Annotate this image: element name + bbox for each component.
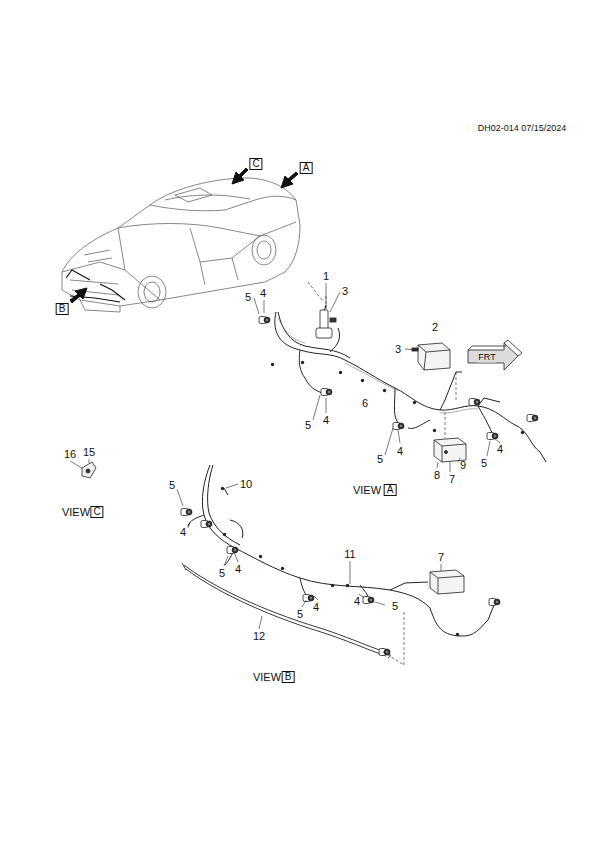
callout-number: 4	[259, 287, 267, 300]
callout-number: 3	[341, 285, 349, 298]
view-marker: C	[90, 506, 103, 518]
callout-number: 4	[312, 601, 320, 614]
callout-number: 5	[376, 453, 384, 466]
view-title: VIEW	[352, 484, 382, 497]
callout-number: 4	[234, 563, 242, 576]
callout-number: 3	[394, 343, 402, 356]
view-marker: A	[300, 162, 313, 174]
callout-number: 5	[296, 608, 304, 621]
callout-number: 7	[448, 473, 456, 486]
callout-number: 6	[361, 397, 369, 410]
view-marker: C	[249, 158, 262, 170]
callout-number: 5	[391, 600, 399, 613]
callout-number: 2	[431, 321, 439, 334]
callout-number: 5	[480, 457, 488, 470]
callout-number: 8	[433, 469, 441, 482]
view-title: VIEW	[252, 671, 282, 684]
callout-number: 4	[353, 595, 361, 608]
callout-number: 4	[396, 445, 404, 458]
callout-number: 11	[343, 548, 356, 561]
view-marker: B	[282, 671, 295, 683]
callout-number: 5	[218, 567, 226, 580]
view-marker: B	[56, 303, 69, 315]
callout-number: 1	[322, 270, 330, 283]
callout-number: 4	[179, 526, 187, 539]
callout-number: 10	[239, 478, 253, 491]
callout-number: 4	[322, 414, 330, 427]
callout-number: 12	[252, 630, 266, 643]
callout-number: 9	[459, 459, 467, 472]
drawing-id: DH02-014 07/15/2024	[477, 123, 568, 134]
callout-number: 5	[244, 291, 252, 304]
direction-text: FRT	[477, 352, 496, 363]
view-title: VIEW	[61, 506, 91, 519]
callout-number: 7	[437, 551, 445, 564]
callout-number: 16	[63, 448, 77, 461]
callout-number: 5	[168, 479, 176, 492]
callout-number: 15	[82, 446, 96, 459]
callout-number: 4	[496, 443, 504, 456]
callout-number: 5	[304, 419, 312, 432]
view-marker: A	[384, 484, 397, 496]
